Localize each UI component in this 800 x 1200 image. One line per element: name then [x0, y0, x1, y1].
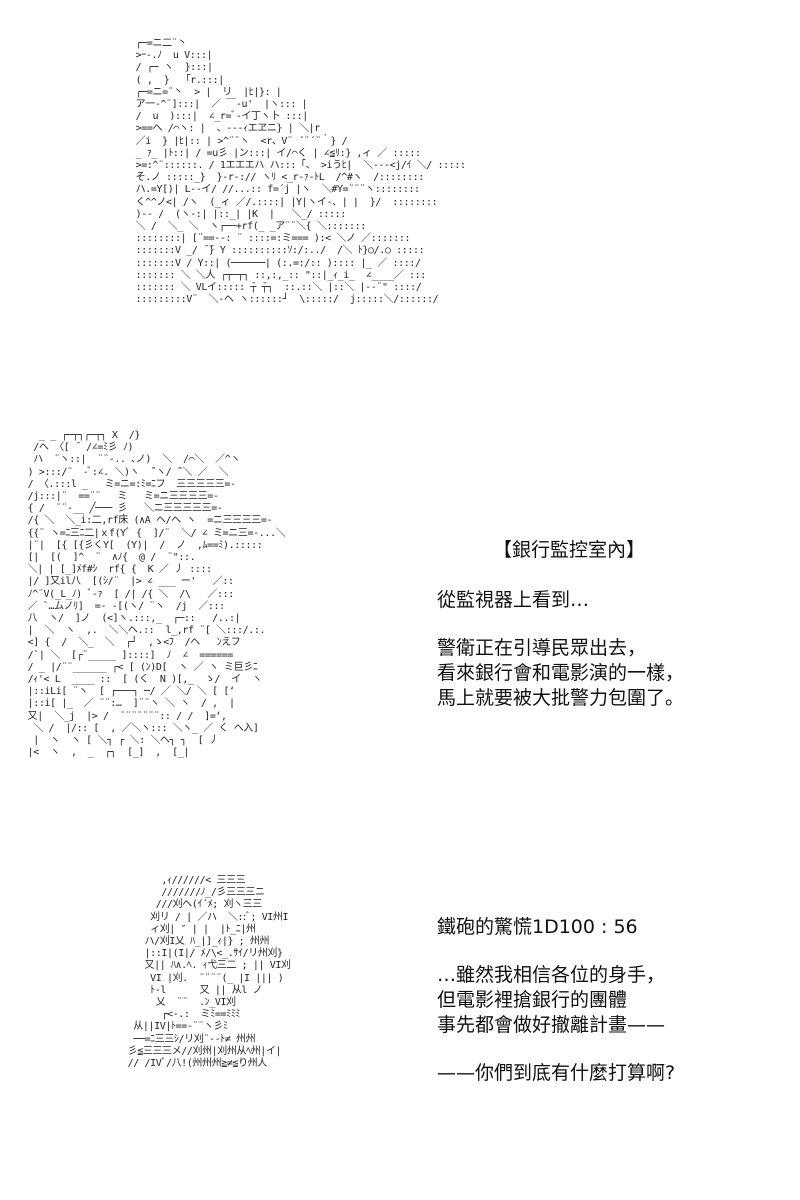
panel-2-body: 從監視器上看到… 警衛正在引導民眾出去， 看來銀行會和電影演的一樣， 馬上就要被… [437, 588, 684, 711]
caption-line: 警衛正在引導民眾出去， [437, 637, 647, 659]
caption-line: 馬上就要被大批警力包圍了。 [437, 687, 685, 709]
ascii-art-group: ┌─=ニ二¨丶 >ｰ-.ﾉ u V:::| / ┌─ ヽ }:::| ( , }… [135, 38, 466, 306]
caption-gap [437, 613, 684, 636]
panel-1-group-art: ┌─=ニ二¨丶 >ｰ-.ﾉ u V:::| / ┌─ ヽ }:::| ( , }… [0, 0, 800, 420]
panel-3: ,ｨ//////< 三三三 ///////ﾉ_/彡三三三ニ ///刈ヘ(ｲ´ﾒ;… [0, 860, 800, 1200]
location-title: 【銀行監控室內】 [493, 539, 646, 561]
ascii-art-woman: _ _ ┌─┬┐┌─┬┐ X /} /ヘ 〈[ ̄ /∠=ﾐ彡 ﾉ) ハ ¨ヽ:… [27, 430, 286, 759]
caption-line: 事先都會做好撤離計畫—— [437, 1014, 666, 1036]
dice-roll-line: 鐵砲的驚慌1D100 : 56 [437, 916, 638, 938]
caption-gap [437, 1038, 777, 1061]
caption-line: 但電影裡搶銀行的團體 [437, 989, 628, 1011]
caption-gap [437, 940, 777, 963]
panel-3-caption: 鐵砲的驚慌1D100 : 56 …雖然我相信各位的身手， 但電影裡搶銀行的團體 … [437, 915, 777, 1086]
caption-line: 從監視器上看到… [437, 589, 590, 611]
caption-line: ——你們到底有什麼打算啊? [437, 1062, 676, 1084]
panel-2: _ _ ┌─┬┐┌─┬┐ X /} /ヘ 〈[ ̄ /∠=ﾐ彡 ﾉ) ハ ¨ヽ:… [0, 420, 800, 850]
ascii-art-character: ,ｨ//////< 三三三 ///////ﾉ_/彡三三三ニ ///刈ヘ(ｲ´ﾒ;… [127, 875, 291, 1070]
caption-line: …雖然我相信各位的身手， [437, 964, 666, 986]
caption-line: 看來銀行會和電影演的一樣， [437, 662, 685, 684]
